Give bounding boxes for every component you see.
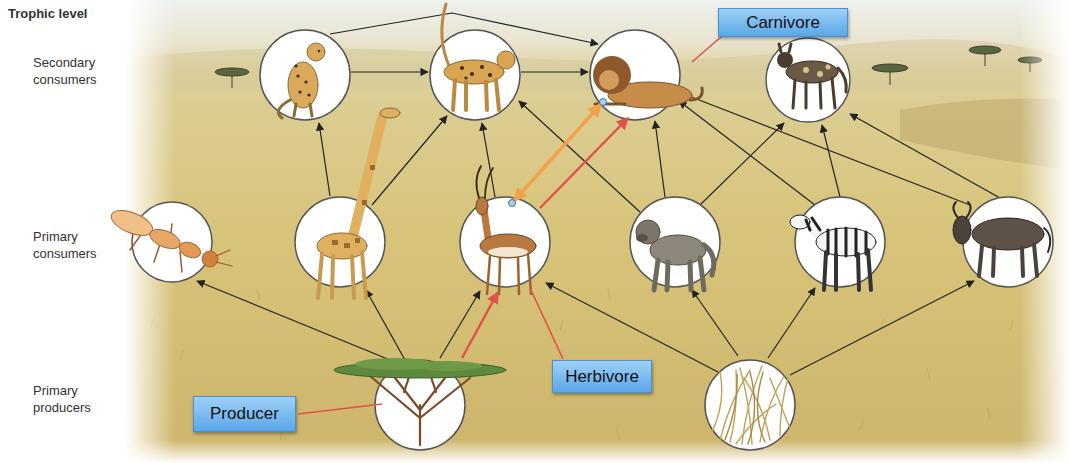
lion-figure xyxy=(593,56,702,108)
callout-text: Producer xyxy=(210,404,279,424)
baboon-figure xyxy=(636,220,714,290)
grass-figure xyxy=(712,366,790,444)
zebra-figure xyxy=(790,215,876,290)
food-web-circles xyxy=(132,30,1053,450)
cheetah-figure xyxy=(278,43,325,118)
leader-lines xyxy=(298,37,721,414)
leopard-figure xyxy=(442,4,515,110)
callout-box: Carnivore xyxy=(718,8,848,37)
termite-figure xyxy=(108,205,232,272)
giraffe-figure xyxy=(317,108,400,298)
highlight-arrows xyxy=(462,99,628,359)
callout-text: Carnivore xyxy=(746,13,820,33)
trophic-level-label: Primary producers xyxy=(33,382,113,416)
landscape xyxy=(125,0,1069,463)
wild-dog-figure xyxy=(777,44,846,108)
trophic-level-label: Primary consumers xyxy=(33,228,113,262)
trophic-level-label: Secondary consumers xyxy=(33,54,121,88)
food-web-arrows xyxy=(197,13,1000,375)
wildebeest-figure xyxy=(953,202,1050,276)
callout-text: Herbivore xyxy=(565,367,639,387)
callout-box: Herbivore xyxy=(552,360,652,393)
axis-heading: Trophic level xyxy=(8,5,148,22)
acacia-figure xyxy=(334,358,506,445)
callout-box: Producer xyxy=(193,396,296,432)
animal-figures xyxy=(108,4,1050,445)
